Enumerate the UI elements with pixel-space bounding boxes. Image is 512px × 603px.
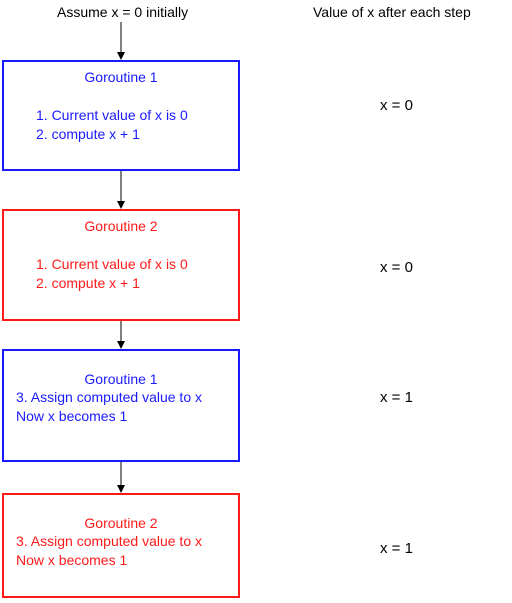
initial-condition-label: Assume x = 0 initially (57, 4, 189, 20)
step-3-title: Goroutine 1 (84, 371, 158, 387)
step-4-title: Goroutine 2 (84, 515, 158, 531)
step-2-goroutine-2-box: Goroutine 2 1. Current value of x is 0 2… (2, 209, 240, 321)
step-4-line-2: Now x becomes 1 (16, 552, 128, 568)
step-3-x-value: x = 1 (380, 389, 413, 406)
step-1-x-value: x = 0 (380, 97, 413, 114)
step-4-line-1: 3. Assign computed value to x (16, 533, 202, 549)
step-1-line-1: 1. Current value of x is 0 (36, 107, 188, 123)
step-2-line-2: 2. compute x + 1 (36, 275, 140, 291)
step-2-title: Goroutine 2 (84, 218, 158, 234)
step-1-title: Goroutine 1 (84, 69, 158, 85)
step-3-goroutine-1-box: Goroutine 1 3. Assign computed value to … (2, 349, 240, 462)
value-column-header: Value of x after each step (313, 4, 471, 20)
step-3-line-1: 3. Assign computed value to x (16, 389, 202, 405)
step-4-x-value: x = 1 (380, 540, 413, 557)
step-2-x-value: x = 0 (380, 259, 413, 276)
step-3-line-2: Now x becomes 1 (16, 408, 128, 424)
step-2-line-1: 1. Current value of x is 0 (36, 256, 188, 272)
step-1-line-2: 2. compute x + 1 (36, 126, 140, 142)
step-4-goroutine-2-box: Goroutine 2 3. Assign computed value to … (2, 493, 240, 598)
step-1-goroutine-1-box: Goroutine 1 1. Current value of x is 0 2… (2, 60, 240, 171)
